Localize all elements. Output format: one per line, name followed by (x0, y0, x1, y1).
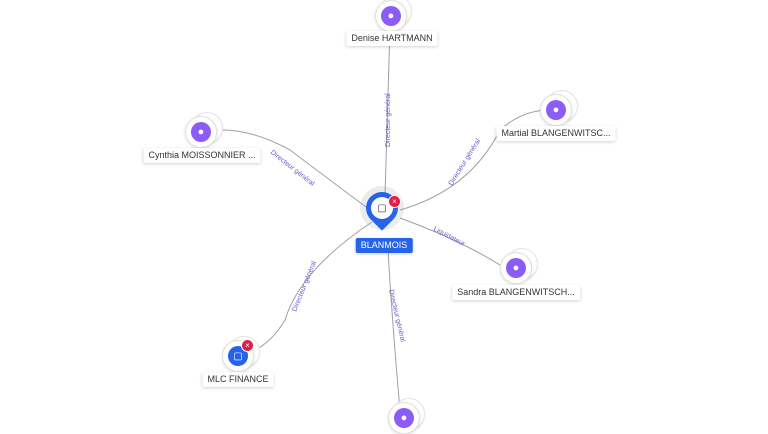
edge-label-denise: Directeur général (385, 93, 392, 147)
edge-label-cynthia: Directeur général (269, 149, 316, 188)
company-icon: ▢ (377, 202, 387, 214)
edge-denise (384, 27, 391, 196)
person-icon: ● (387, 10, 395, 22)
label-denise[interactable]: Denise HARTMANN (346, 31, 438, 46)
edge-martial (399, 109, 546, 211)
label-sandra[interactable]: Sandra BLANGENWITSCH... (452, 285, 580, 300)
edge-cynthia (214, 129, 371, 211)
edge-label-martial: Directeur général (448, 137, 483, 187)
node-bottom[interactable]: ● (388, 398, 425, 434)
node-sandra[interactable]: ● (500, 248, 538, 284)
edge-label-sandra: Liquidateur (432, 226, 466, 249)
company-icon: ▢ (233, 350, 243, 362)
edge-sandra (399, 217, 501, 266)
close-icon[interactable]: × (241, 339, 254, 352)
label-center[interactable]: BLANMOIS (355, 238, 413, 253)
node-center[interactable]: ▢ × (359, 185, 405, 240)
person-icon: ● (512, 262, 520, 274)
label-martial[interactable]: Martial BLANGENWITSC... (496, 126, 616, 141)
label-mlc[interactable]: MLC FINANCE (202, 372, 274, 387)
node-martial[interactable]: ● (540, 90, 578, 126)
edge-label-bottom: Directeur général (387, 289, 406, 343)
edge-mlc (249, 221, 373, 353)
node-mlc[interactable]: ▢ × (222, 336, 260, 372)
label-cynthia[interactable]: Cynthia MOISSONNIER ... (143, 148, 261, 163)
close-icon[interactable]: × (388, 195, 401, 208)
node-denise[interactable]: ● (375, 0, 412, 32)
node-cynthia[interactable]: ● (185, 112, 223, 148)
edge-bottom (387, 249, 401, 411)
person-icon: ● (400, 412, 408, 424)
person-icon: ● (197, 126, 205, 138)
edge-label-mlc: Directeur général (291, 260, 318, 313)
person-icon: ● (552, 104, 560, 116)
